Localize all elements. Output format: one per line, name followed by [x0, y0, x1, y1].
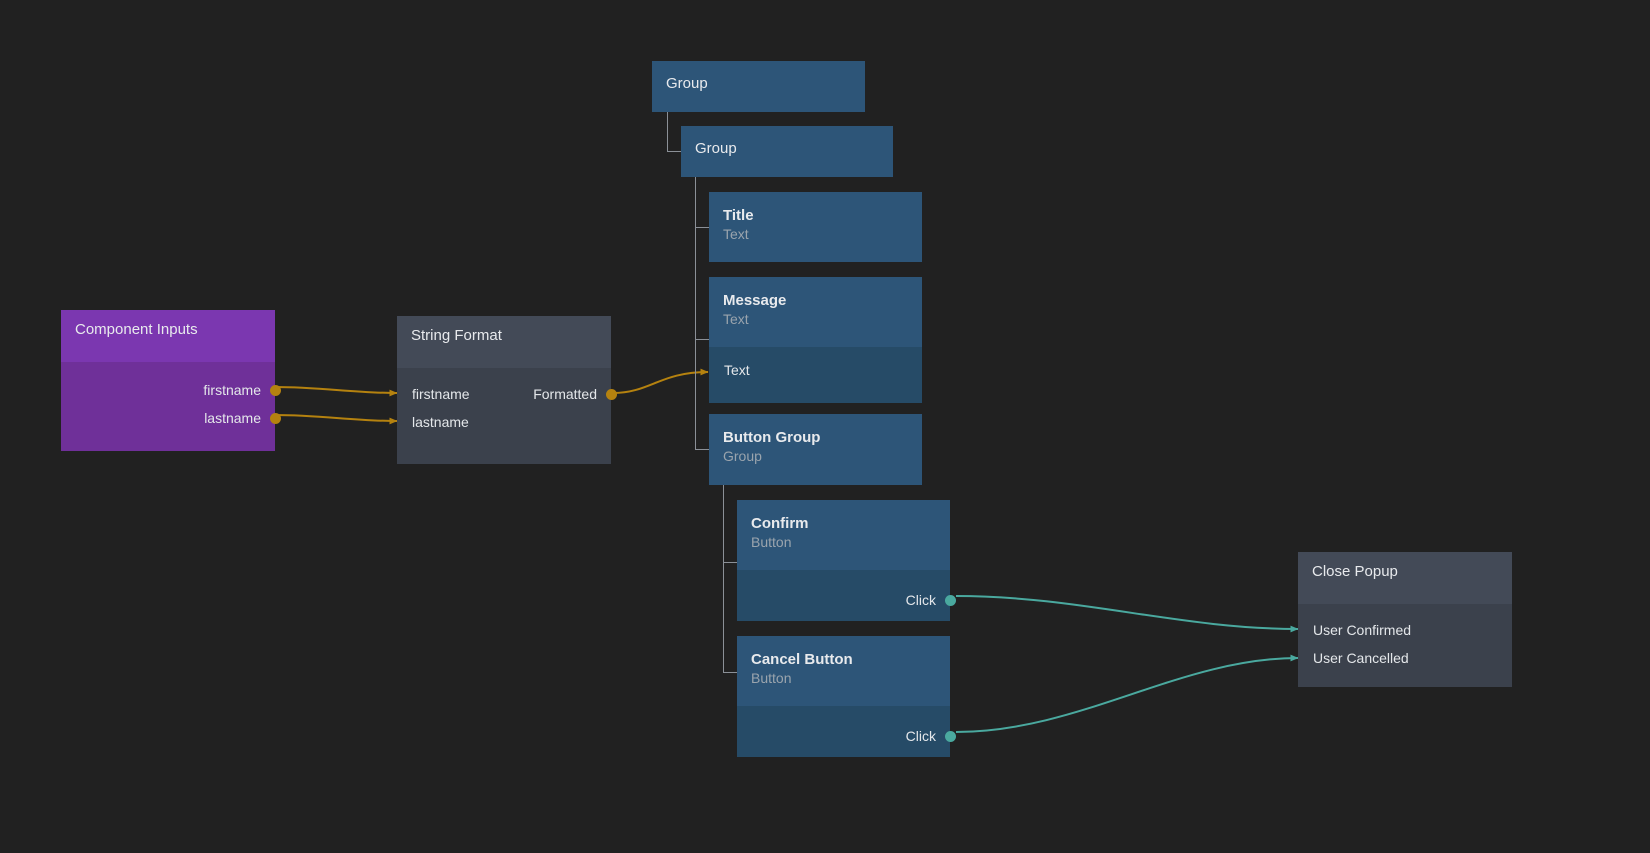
- node-string-format[interactable]: String Format firstname Formatted lastna…: [397, 316, 617, 464]
- node-body: User Confirmed User Cancelled: [1298, 604, 1512, 687]
- input-port-text[interactable]: Text: [709, 356, 922, 384]
- tree-tick-title: [695, 227, 709, 228]
- node-component-inputs[interactable]: Component Inputs firstname lastname: [61, 310, 281, 451]
- input-port-user-cancelled[interactable]: User Cancelled: [1298, 644, 1512, 672]
- port-dot-click[interactable]: [944, 730, 956, 742]
- node-subtitle: Text: [723, 226, 749, 242]
- port-row-lastname[interactable]: lastname: [397, 408, 611, 436]
- node-header[interactable]: Close Popup: [1298, 552, 1512, 604]
- node-confirm-button[interactable]: Confirm Button Click: [737, 500, 956, 621]
- node-title: Group: [666, 75, 708, 92]
- node-header[interactable]: String Format: [397, 316, 611, 368]
- node-header[interactable]: Group: [652, 61, 865, 112]
- node-body: firstname lastname: [61, 362, 281, 451]
- tree-connector-buttongroup-children: [723, 475, 737, 673]
- input-port-user-confirmed[interactable]: User Confirmed: [1298, 616, 1512, 644]
- port-dot-firstname[interactable]: [269, 384, 281, 396]
- output-port-label-formatted: Formatted: [533, 386, 597, 402]
- input-port-label-lastname: lastname: [412, 414, 469, 430]
- node-header[interactable]: Confirm Button: [737, 500, 950, 570]
- node-header[interactable]: Group: [681, 126, 893, 177]
- node-body: firstname Formatted lastname: [397, 368, 617, 464]
- node-body: Click: [737, 706, 956, 757]
- port-dot-click[interactable]: [944, 594, 956, 606]
- tree-tick-message: [695, 339, 709, 340]
- port-label: firstname: [203, 382, 261, 398]
- wire-formatted-to-text: [612, 368, 709, 394]
- port-dot-out-formatted[interactable]: [605, 388, 617, 400]
- output-port-click[interactable]: Click: [737, 722, 956, 750]
- port-label: Text: [724, 362, 750, 378]
- node-title: Confirm: [751, 515, 809, 532]
- node-header[interactable]: Cancel Button Button: [737, 636, 950, 706]
- node-title: Close Popup: [1312, 563, 1398, 580]
- node-close-popup[interactable]: Close Popup User Confirmed User Cancelle…: [1298, 552, 1512, 687]
- node-header[interactable]: Component Inputs: [61, 310, 275, 362]
- tree-tick-confirm: [723, 562, 737, 563]
- port-label: lastname: [204, 410, 261, 426]
- wire-cancel-to-usercancelled: [955, 654, 1299, 733]
- node-title: String Format: [411, 327, 502, 344]
- port-row-firstname[interactable]: firstname Formatted: [397, 380, 617, 408]
- port-dot-in-firstname[interactable]: [392, 389, 403, 400]
- port-label: User Confirmed: [1313, 622, 1412, 638]
- wire-lastname: [274, 414, 398, 425]
- tree-connector-group-outer-to-inner: [667, 112, 684, 152]
- node-subtitle: Group: [723, 448, 762, 464]
- port-dot-lastname[interactable]: [269, 412, 281, 424]
- node-title: Message: [723, 292, 787, 309]
- wire-confirm-to-userconfirmed: [955, 595, 1299, 633]
- node-button-group[interactable]: Button Group Group: [709, 414, 922, 485]
- node-body: Click: [737, 570, 956, 621]
- node-title: Component Inputs: [75, 321, 198, 338]
- input-port-label-firstname: firstname: [412, 386, 470, 402]
- node-title: Group: [695, 140, 737, 157]
- output-port-firstname[interactable]: firstname: [61, 376, 281, 404]
- node-title: Cancel Button: [751, 651, 853, 668]
- node-subtitle: Button: [751, 534, 792, 550]
- node-message-element[interactable]: Message Text Text: [709, 277, 922, 403]
- port-label: Click: [905, 728, 936, 744]
- node-title: Title: [723, 207, 754, 224]
- node-title-element[interactable]: Title Text: [709, 192, 922, 262]
- node-header[interactable]: Button Group Group: [709, 414, 922, 485]
- wire-firstname: [274, 386, 398, 397]
- tree-connector-group-inner-children: [695, 177, 709, 450]
- node-group-inner[interactable]: Group: [681, 126, 893, 177]
- node-body: Text: [709, 347, 922, 403]
- node-header[interactable]: Message Text: [709, 277, 922, 347]
- port-label: Click: [905, 592, 936, 608]
- node-cancel-button[interactable]: Cancel Button Button Click: [737, 636, 956, 757]
- node-subtitle: Text: [723, 311, 749, 327]
- output-port-click[interactable]: Click: [737, 586, 956, 614]
- node-group-outer[interactable]: Group: [652, 61, 865, 112]
- node-subtitle: Button: [751, 670, 792, 686]
- output-port-lastname[interactable]: lastname: [61, 404, 281, 432]
- node-header[interactable]: Title Text: [709, 192, 922, 262]
- port-label: User Cancelled: [1313, 650, 1409, 666]
- node-title: Button Group: [723, 429, 821, 446]
